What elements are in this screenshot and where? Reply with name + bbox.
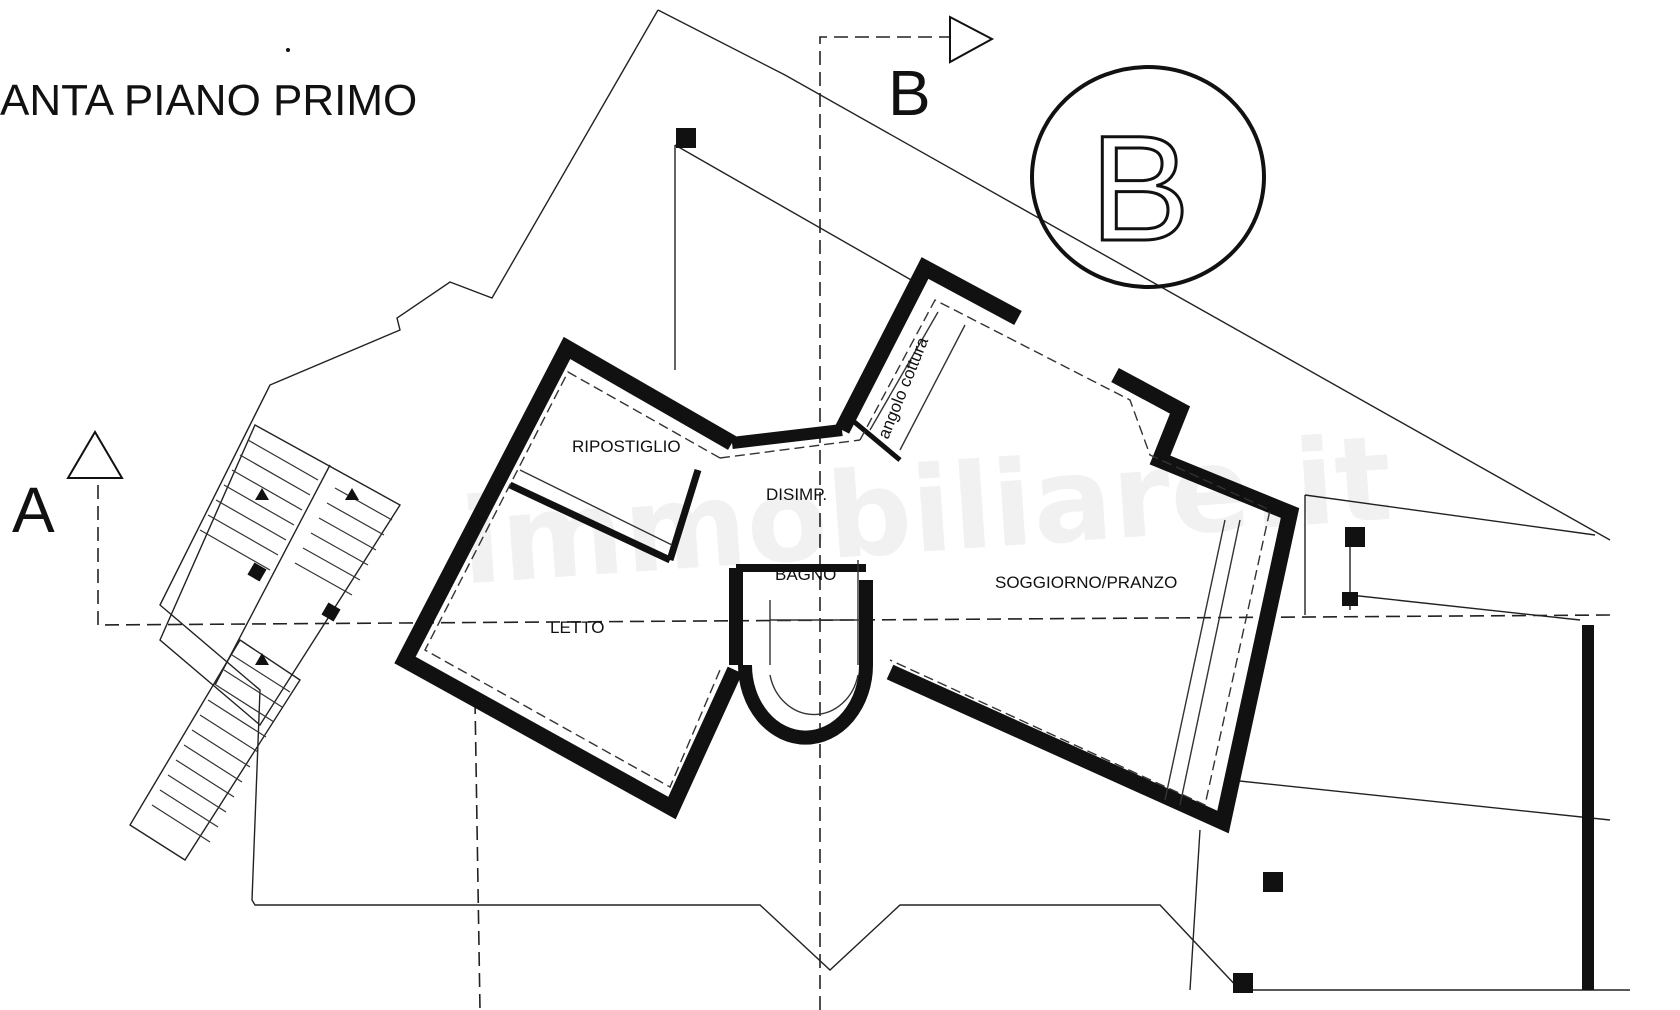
room-label-disimp: DISIMP. xyxy=(766,485,827,504)
room-label-bagno: BAGNO xyxy=(775,565,836,584)
room-label-ripostiglio: RIPOSTIGLIO xyxy=(572,437,681,456)
section-label-a: A xyxy=(12,474,55,546)
pillars xyxy=(676,128,1594,993)
section-marker-a: A xyxy=(12,430,124,546)
block-label: B xyxy=(1030,65,1266,289)
room-label-letto: LETTO xyxy=(550,618,604,637)
title-dot xyxy=(286,48,290,52)
site-boundary xyxy=(159,9,1630,991)
section-lines xyxy=(97,36,1611,1010)
section-marker-b: B xyxy=(888,15,995,129)
building-walls xyxy=(394,257,1300,834)
block-letter: B xyxy=(1090,104,1190,272)
plan-title: ANTA PIANO PRIMO xyxy=(0,76,417,125)
exterior-stairs xyxy=(129,424,401,861)
section-label-b: B xyxy=(888,57,931,129)
inner-lines xyxy=(424,299,1271,806)
room-label-soggiorno: SOGGIORNO/PRANZO xyxy=(995,573,1177,592)
